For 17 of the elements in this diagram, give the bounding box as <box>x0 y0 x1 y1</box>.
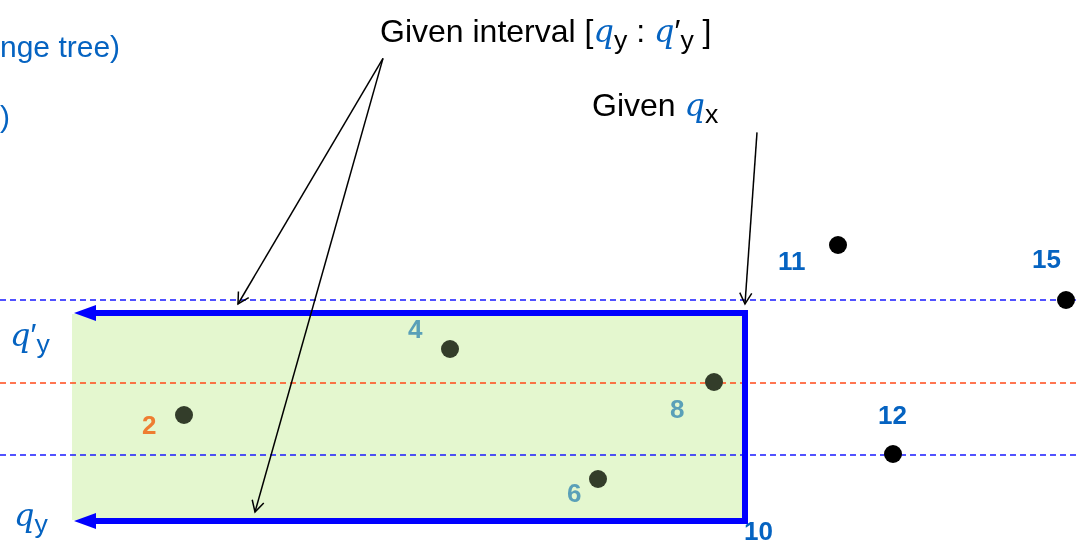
leader-arrow <box>251 57 384 513</box>
leader-arrow <box>237 57 384 305</box>
point-number: 2 <box>142 410 157 441</box>
point-number: 10 <box>744 516 773 547</box>
axis-bound-label: q′$_{y}$ <box>10 316 50 361</box>
annotation-text: Given interval [q$_{y}$ : q′$_{y}$ ] <box>380 12 712 57</box>
point-number: 8 <box>670 394 685 425</box>
axis-bound-label: q$_{y}$ <box>14 496 48 541</box>
heading-fragment: nge tree) <box>0 30 121 64</box>
point-number: 6 <box>567 478 582 509</box>
point-number: 12 <box>878 400 907 431</box>
point-number: 4 <box>408 314 423 345</box>
point-number: 11 <box>778 246 806 277</box>
leader-arrow <box>739 131 758 305</box>
point-number: 15 <box>1032 244 1061 275</box>
heading-fragment: ) <box>0 100 10 134</box>
annotation-text: Given q$_{x}$ <box>592 86 719 131</box>
